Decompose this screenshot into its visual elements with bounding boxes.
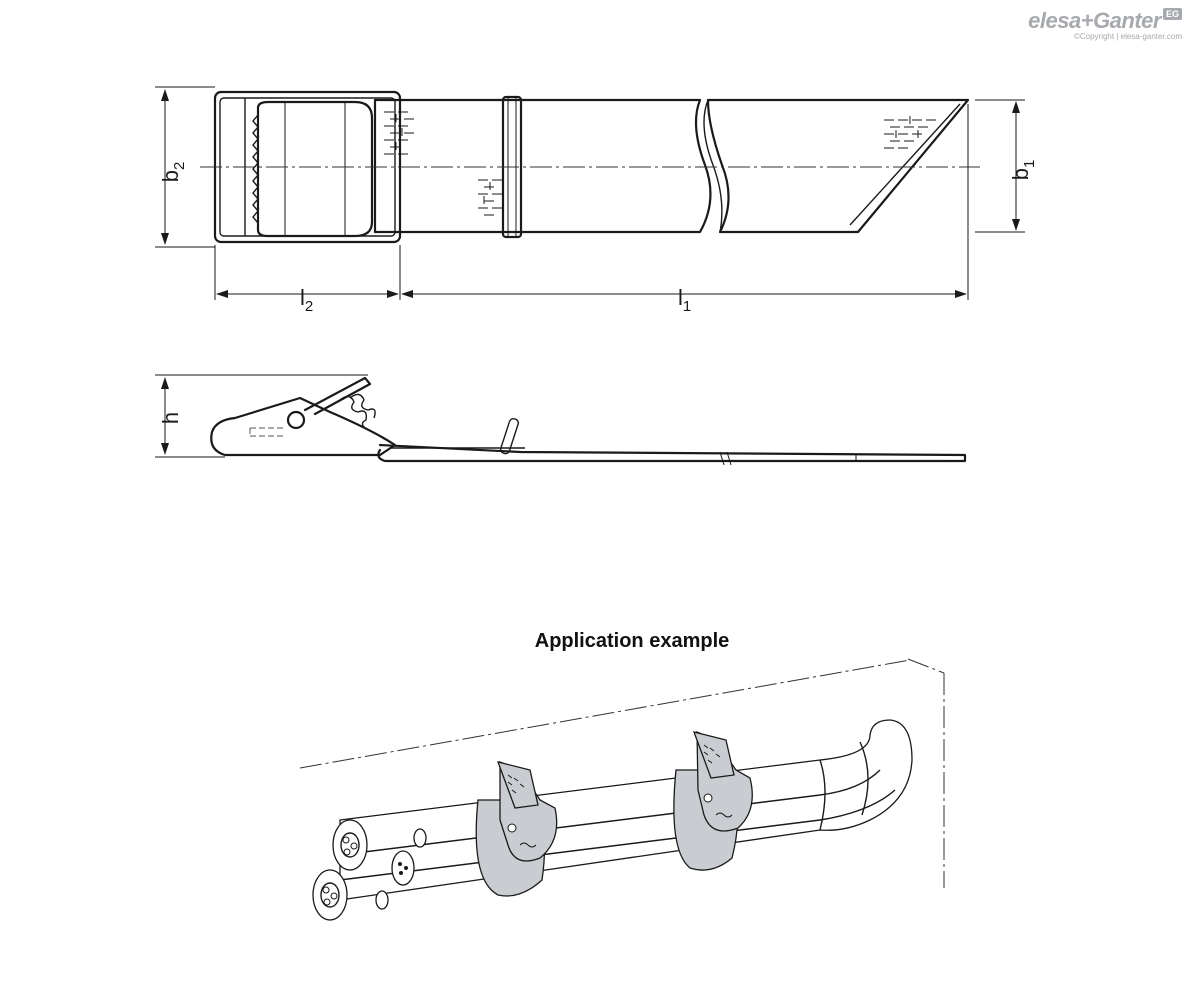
application-example-title: Application example [534, 630, 730, 652]
keeper-side [499, 417, 519, 455]
dim-label-h: h [158, 412, 183, 424]
cable-end-small-1 [413, 828, 427, 848]
logo-copyright: ©Copyright | elesa-ganter.com [1073, 32, 1182, 41]
buckle-lever [256, 100, 374, 238]
logo-wordmark: elesa+Ganter [1028, 8, 1161, 33]
cable-end-large-1 [332, 819, 368, 871]
dim-label-b1: b1 [1008, 160, 1038, 181]
side-view [155, 374, 967, 466]
application-illustration [299, 658, 945, 921]
dim-label-l1: l1 [678, 285, 691, 315]
strap-band-left [373, 98, 712, 234]
top-view [155, 86, 1025, 300]
cable-bundle [339, 719, 913, 901]
cable-end-small-2 [375, 890, 389, 910]
logo-badge: EG [1162, 8, 1182, 20]
dim-label-b2: b2 [158, 162, 188, 183]
buckle-pivot [286, 410, 306, 430]
cable-end-medium [391, 850, 415, 886]
dim-label-l2: l2 [300, 285, 313, 315]
buckle-lever-side [303, 376, 372, 416]
lever-teeth [252, 114, 259, 224]
cable-end-large-2 [312, 869, 348, 921]
buckle-body-side [210, 396, 397, 457]
strap-side [377, 443, 967, 463]
hook-loop-pattern [384, 111, 936, 216]
